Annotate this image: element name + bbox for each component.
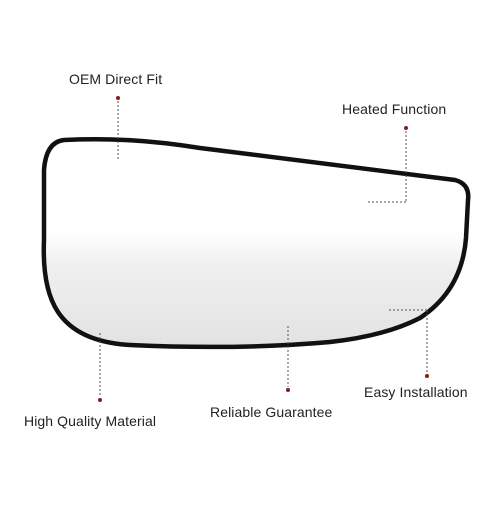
leader-heated-function — [368, 126, 408, 203]
callout-dot — [98, 398, 102, 402]
label-oem-direct-fit: OEM Direct Fit — [69, 71, 163, 87]
callout-dot — [286, 388, 290, 392]
leader-oem-direct-fit — [116, 96, 120, 160]
leader-easy-installation — [389, 309, 429, 378]
label-high-quality-material: High Quality Material — [24, 413, 157, 429]
label-easy-installation: Easy Installation — [364, 384, 468, 400]
leader-reliable-guarantee — [286, 326, 290, 392]
callout-dot — [425, 374, 429, 378]
callout-dot — [404, 126, 408, 130]
callout-dot — [116, 96, 120, 100]
mirror-glass — [41, 137, 471, 350]
label-heated-function: Heated Function — [342, 101, 447, 117]
leader-high-quality-material — [98, 333, 102, 402]
label-reliable-guarantee: Reliable Guarantee — [210, 404, 333, 420]
